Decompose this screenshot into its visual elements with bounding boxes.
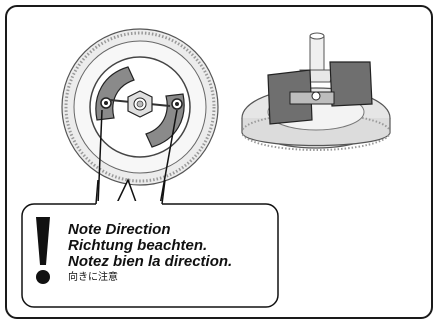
callout-pointer — [97, 109, 178, 206]
note-line-fr: Notez bien la direction. — [68, 253, 233, 270]
note-line-de: Richtung beachten. — [68, 237, 208, 254]
note-line-jp: 向きに注意 — [68, 272, 118, 283]
exclamation-icon — [36, 217, 50, 284]
clutch-top-view — [61, 28, 219, 186]
note-line-en: Note Direction — [68, 221, 171, 238]
note-text-block: Note Direction Richtung beachten. Notez … — [68, 222, 278, 284]
clutch-perspective-view — [241, 32, 391, 151]
